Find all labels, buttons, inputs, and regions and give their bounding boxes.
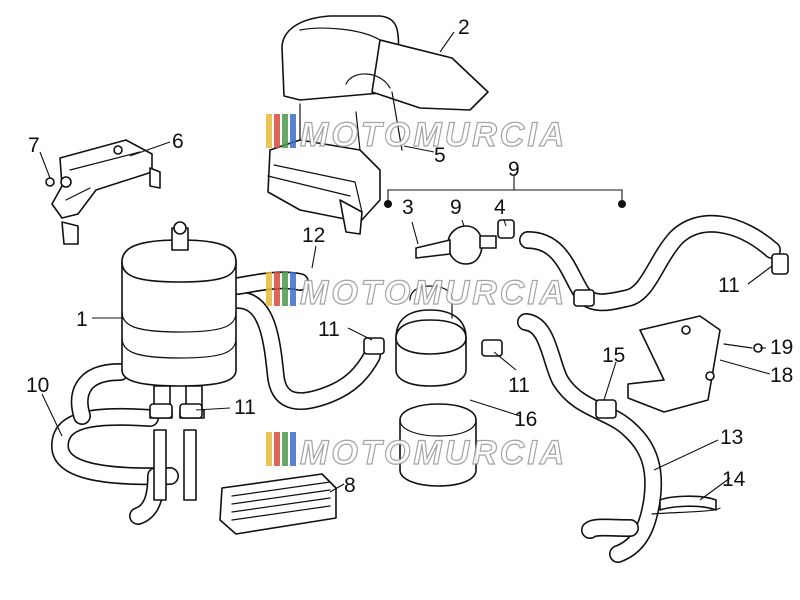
callout-2: 2 [458, 16, 470, 39]
hose-network [51, 214, 781, 563]
callout-8: 9 [450, 196, 462, 219]
callout-19: 19 [770, 336, 793, 359]
watermark-stripe [282, 272, 288, 306]
callout-4: 6 [172, 130, 184, 153]
callout-6: 8 [344, 474, 356, 497]
callout-18: 18 [770, 364, 793, 387]
callout-10: 10 [26, 374, 49, 397]
callout-11-right: 11 [508, 374, 530, 397]
callout-3: 5 [434, 144, 446, 167]
callout-16: 16 [514, 408, 537, 431]
watermark-stripe [290, 114, 296, 148]
callout-15: 15 [602, 344, 625, 367]
callout-11-left: 11 [234, 396, 256, 419]
watermark-stripe [266, 114, 272, 148]
part-right-bracket [627, 315, 763, 413]
callout-11-center: 11 [318, 318, 340, 341]
callout-1: 1 [76, 308, 88, 331]
part-canister [121, 221, 237, 501]
callout-11-top-right: 11 [718, 274, 740, 297]
part-air-box [267, 15, 489, 235]
watermark-stripe [266, 272, 272, 306]
callout-5: 7 [28, 134, 40, 157]
watermark-stripe [282, 114, 288, 148]
callout-7: 9 [508, 158, 520, 181]
watermark-text: MOTOMURCIA [300, 116, 567, 154]
watermark-stripe [274, 114, 280, 148]
callout-12: 12 [302, 224, 325, 247]
callout-dot [384, 200, 392, 208]
leader-lines [39, 31, 773, 501]
watermark-stripe [290, 432, 296, 466]
part-filter [219, 473, 337, 535]
watermark-stripe [266, 432, 272, 466]
callout-9-right: 4 [494, 196, 506, 219]
callout-14: 14 [722, 468, 746, 491]
part-valve [395, 225, 497, 487]
callout-dot [618, 200, 626, 208]
callout-labels: 2 5 6 7 1 10 11 12 8 9 9 3 4 11 11 11 15… [26, 16, 793, 497]
watermark-bottom: MOTOMURCIA [266, 432, 567, 473]
part-bracket [45, 139, 161, 245]
watermark-stripe [282, 432, 288, 466]
watermark-stripe [274, 432, 280, 466]
callout-9-left: 3 [402, 196, 414, 219]
watermark-text: MOTOMURCIA [300, 434, 567, 472]
watermark-middle: MOTOMURCIA [266, 272, 567, 313]
watermark-top: MOTOMURCIA [266, 114, 567, 155]
callout-13: 13 [720, 426, 743, 449]
watermark-text: MOTOMURCIA [300, 274, 567, 312]
hose-clamps [149, 219, 789, 515]
watermark-stripe [290, 272, 296, 306]
watermark-stripe [274, 272, 280, 306]
